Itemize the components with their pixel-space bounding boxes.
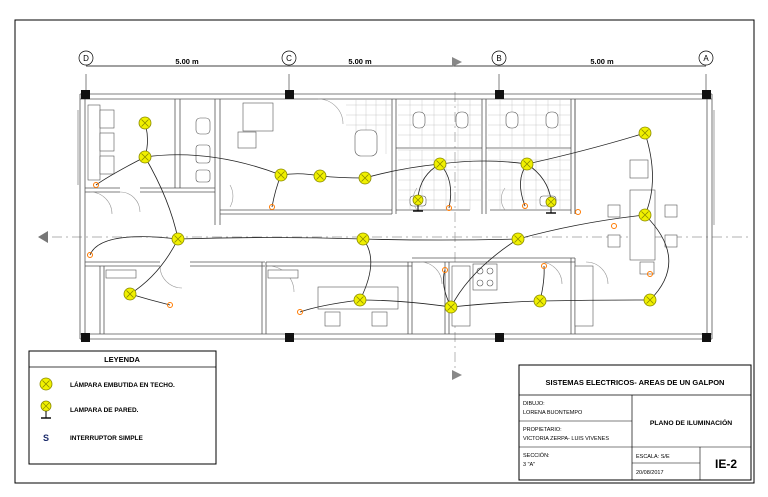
- ceiling-lamp-icon: [511, 232, 525, 246]
- legend-item-label: INTERRUPTOR SIMPLE: [70, 435, 143, 442]
- ceiling-lamp-icon: [123, 287, 137, 301]
- wall-lamp-icon: [545, 196, 557, 214]
- sheet-code: IE-2: [715, 457, 737, 471]
- propietario-label: PROPIETARIO:: [523, 427, 562, 433]
- switch-symbol: [446, 205, 452, 211]
- switch-symbol: [611, 223, 617, 229]
- switch-symbol: [93, 182, 99, 188]
- plan-name: PLANO DE ILUMINACIÓN: [650, 418, 732, 427]
- switch-symbol: [541, 263, 547, 269]
- ceiling-lamp-icon: [39, 377, 53, 391]
- wall-switches: [87, 182, 653, 315]
- title-block: SISTEMAS ELECTRICOS- AREAS DE UN GALPON …: [518, 364, 752, 481]
- electrical-wiring: [89, 122, 670, 313]
- switch-symbol: [575, 209, 581, 215]
- ceiling-lamp-icon: [358, 171, 372, 185]
- axis-label-d: D: [83, 54, 89, 63]
- seccion-value: 3 "A": [523, 462, 535, 468]
- ceiling-lamp-icon: [638, 208, 652, 222]
- ceiling-lamp-icon: [171, 232, 185, 246]
- dibujo-value: LORENA BUONTEMPO: [523, 410, 583, 416]
- section-arrow-icon: [38, 231, 48, 243]
- scale-text: ESCALA: S/E: [636, 454, 670, 460]
- legend-item-label: LAMPARA DE PARED.: [70, 407, 139, 414]
- legend-item-label: LÁMPARA EMBUTIDA EN TECHO.: [70, 380, 175, 389]
- section-arrow-icon: [452, 57, 462, 67]
- door-swings: [89, 98, 609, 293]
- ceiling-lamp-icon: [356, 232, 370, 246]
- legend-title: LEYENDA: [104, 355, 140, 364]
- floor-plan-walls: [77, 93, 715, 340]
- dimension-label: 5.00 m: [590, 57, 614, 66]
- ceiling-lamps: [123, 116, 657, 314]
- date-text: 20/08/2017: [636, 470, 664, 476]
- seccion-label: SECCIÓN:: [523, 452, 550, 459]
- ceiling-lamp-icon: [313, 169, 327, 183]
- ceiling-lamp-icon: [138, 116, 152, 130]
- switch-symbol: [522, 203, 528, 209]
- ceiling-lamp-icon: [643, 293, 657, 307]
- dimension-label: 5.00 m: [348, 57, 372, 66]
- ceiling-lamp-icon: [433, 157, 447, 171]
- axis-label-c: C: [286, 54, 292, 63]
- axis-dimension-line: D C B A 5.00 m 5.00 m 5.00 m: [78, 50, 714, 92]
- furniture: [87, 102, 678, 327]
- ceiling-lamp-icon: [638, 126, 652, 140]
- switch-symbol: [269, 204, 275, 210]
- drawing-title: SISTEMAS ELECTRICOS- AREAS DE UN GALPON: [546, 378, 725, 387]
- switch-symbol: [87, 252, 93, 258]
- switch-symbol: [167, 302, 173, 308]
- ceiling-lamp-icon: [533, 294, 547, 308]
- wall-lamp-icon: [412, 194, 424, 212]
- ceiling-lamp-icon: [274, 168, 288, 182]
- wall-lamps: [412, 194, 557, 214]
- ceiling-lamp-icon: [520, 157, 534, 171]
- propietario-value: VICTORIA ZERPA- LUIS VIVENES: [523, 436, 609, 442]
- dimension-label: 5.00 m: [175, 57, 199, 66]
- switch-symbol: S: [43, 433, 49, 443]
- ceiling-lamp-icon: [353, 293, 367, 307]
- switch-symbol: [297, 309, 303, 315]
- structural-columns: [81, 90, 711, 342]
- axis-label-a: A: [703, 54, 709, 63]
- ceiling-lamp-icon: [138, 150, 152, 164]
- section-arrow-icon: [452, 370, 462, 380]
- sheet-frame: [14, 19, 755, 484]
- ceiling-lamp-icon: [444, 300, 458, 314]
- axis-label-b: B: [496, 54, 501, 63]
- switch-symbol: [647, 271, 653, 277]
- switch-symbol: [442, 267, 448, 273]
- dibujo-label: DIBUJO:: [523, 401, 545, 407]
- wall-lamp-icon: [40, 400, 52, 419]
- legend: LEYENDA LÁMPARA EMBUTIDA EN TECHO. LAMPA…: [28, 350, 217, 465]
